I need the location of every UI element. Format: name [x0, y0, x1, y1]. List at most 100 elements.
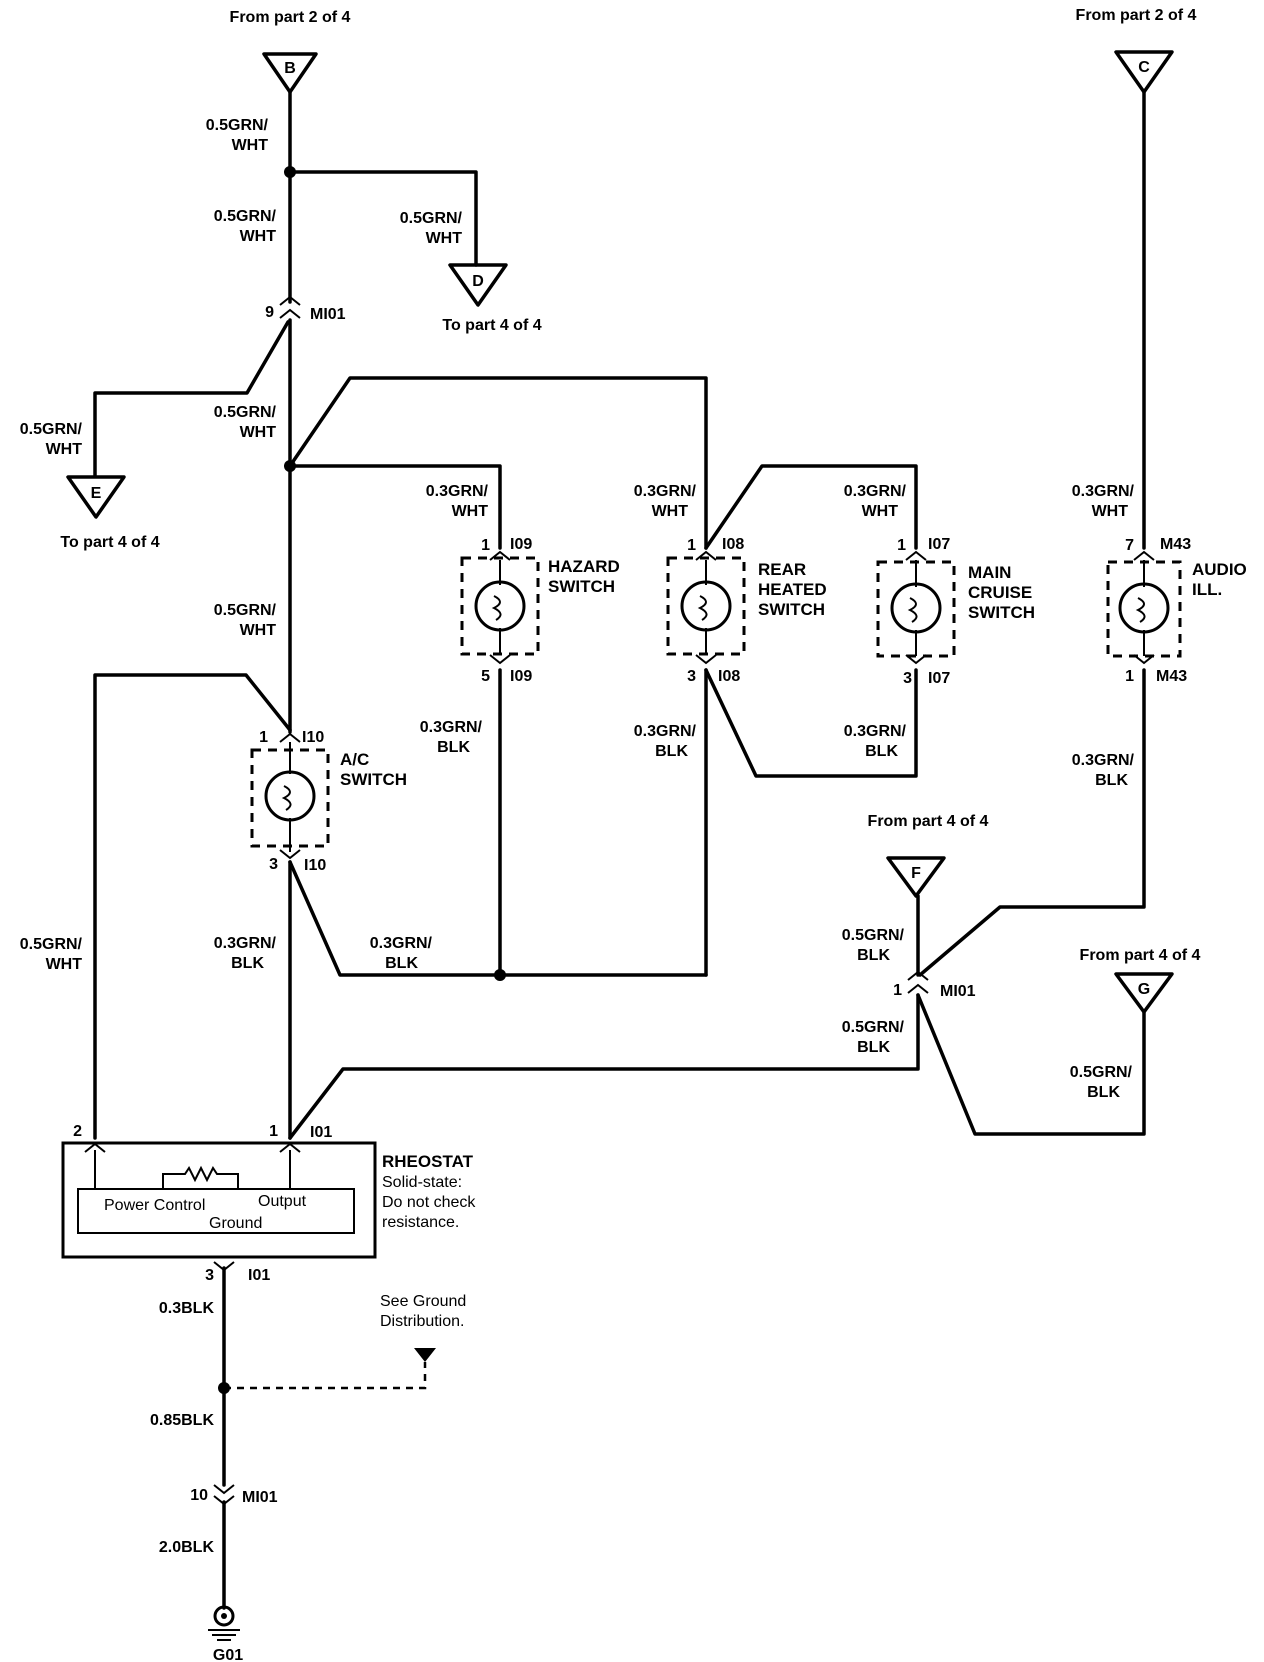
connector-letter: G: [1138, 981, 1150, 998]
pin-number: 1: [893, 982, 902, 999]
wire-label: 0.3GRN/: [634, 723, 697, 740]
pin-number: 3: [687, 668, 696, 685]
connector-id: I07: [928, 536, 950, 553]
connector-note: To part 4 of 4: [442, 317, 541, 334]
splice-dot: [284, 460, 296, 472]
connector-chevron-icon: [279, 295, 301, 319]
connector-f: F From part 4 of 4: [868, 813, 989, 898]
pin-number: 9: [265, 304, 274, 321]
wire-label: 0.3GRN/: [370, 935, 433, 952]
lamp-icon: [1118, 582, 1170, 634]
wire-label: 0.5GRN/: [842, 927, 905, 944]
triangle-down-icon: [66, 475, 126, 519]
connector-id: MI01: [940, 983, 976, 1000]
component-label: REAR: [758, 560, 806, 579]
wire-bus: [288, 860, 708, 977]
wire-label: 0.3GRN/: [420, 719, 483, 736]
wire-label: WHT: [232, 137, 269, 154]
splice-dot: [494, 969, 506, 981]
wire-label: 0.5GRN/: [20, 936, 83, 953]
connector-chevron-icon: [279, 1142, 301, 1153]
component-label: HAZARD: [548, 557, 620, 576]
pin-number: 3: [903, 670, 912, 687]
pin-number: 7: [1125, 537, 1134, 554]
wire-to-cruise: [704, 464, 918, 550]
wire-label: 0.3GRN/: [844, 723, 907, 740]
wire-rear-cruise-out: [704, 668, 918, 778]
rear-heated-switch: 1 I08 3 I08 REAR HEATED SWITCH: [666, 536, 827, 685]
connector-id: MI01: [242, 1489, 278, 1506]
connector-id: I10: [302, 729, 324, 746]
connector-chevron-icon: [279, 732, 301, 743]
component-label: SWITCH: [758, 600, 825, 619]
wire-label: BLK: [857, 947, 890, 964]
connector-g: G From part 4 of 4: [1080, 947, 1201, 1014]
wire-output-to-mi01: [288, 993, 920, 1140]
wire-label: 0.5GRN/: [214, 404, 277, 421]
pin-number: 1: [481, 537, 490, 554]
rheostat-note: Do not check: [382, 1194, 476, 1211]
wire-label: WHT: [46, 956, 83, 973]
wire-label: 0.85BLK: [150, 1412, 214, 1429]
component-label: SWITCH: [548, 577, 615, 596]
pin-number: 5: [481, 668, 490, 685]
wire-labels: 0.5GRN/ WHT 0.5GRN/ WHT 0.5GRN/ WHT 0.5G…: [20, 117, 1135, 1556]
wire-label: BLK: [437, 739, 470, 756]
wire-label: 0.3GRN/: [1072, 483, 1135, 500]
ground-note: Distribution.: [380, 1313, 464, 1330]
splice-dot: [284, 166, 296, 178]
wire-audio-out: [918, 668, 1146, 977]
wire-label: WHT: [452, 503, 489, 520]
ground-icon: [213, 1605, 235, 1627]
ground-distribution: See Ground Distribution.: [380, 1293, 466, 1362]
connector-mi01-9: 9 MI01: [265, 295, 346, 323]
connector-c: C From part 2 of 4: [1076, 7, 1197, 94]
connector-letter: D: [472, 273, 484, 290]
filament-icon: [281, 742, 292, 852]
ground-arrow-icon: [414, 1348, 436, 1362]
connector-letter: E: [91, 485, 102, 502]
wire-label: WHT: [1092, 503, 1129, 520]
connector-note: From part 2 of 4: [230, 9, 351, 26]
connector-e: E To part 4 of 4: [60, 475, 160, 551]
connector-note: From part 4 of 4: [868, 813, 989, 830]
lamp-icon: [474, 580, 526, 632]
wire-to-e: [93, 320, 290, 477]
connector-chevron-icon: [695, 654, 717, 665]
component-label: SWITCH: [968, 603, 1035, 622]
connector-id: I09: [510, 668, 532, 685]
wire-label: 0.3GRN/: [1072, 752, 1135, 769]
wire-label: 0.5GRN/: [206, 117, 269, 134]
connector-chevron-icon: [489, 654, 511, 665]
connector-mi01-1: 1 MI01: [893, 970, 976, 1000]
rheostat-note: resistance.: [382, 1214, 459, 1231]
connector-note: From part 4 of 4: [1080, 947, 1201, 964]
pin-number: 10: [190, 1487, 208, 1504]
triangle-down-icon: [448, 263, 508, 307]
connector-chevron-icon: [1133, 550, 1155, 561]
wire-label: 2.0BLK: [159, 1539, 215, 1556]
connector-chevron-icon: [279, 849, 301, 860]
connector-chevron-icon: [213, 1261, 235, 1272]
ac-switch: 1 I10 3 I10 A/C SWITCH: [250, 729, 407, 874]
wire-label: 0.3GRN/: [426, 483, 489, 500]
pin-number: 2: [73, 1123, 82, 1140]
connector-id: MI01: [310, 306, 346, 323]
wire-label: BLK: [385, 955, 418, 972]
component-label: SWITCH: [340, 770, 407, 789]
wire-label: BLK: [865, 743, 898, 760]
filament-icon: [491, 560, 502, 654]
lamp-icon: [680, 580, 732, 632]
connector-letter: C: [1138, 59, 1150, 76]
ground-note: See Ground: [380, 1293, 466, 1310]
rheostat-pin-label: Output: [258, 1193, 307, 1210]
rheostat-leads: [94, 1150, 291, 1189]
connector-id: I08: [718, 668, 740, 685]
wire-label: WHT: [240, 424, 277, 441]
wire-to-rear: [288, 376, 708, 550]
triangle-down-icon: [1114, 972, 1174, 1014]
main-cruise-switch: 1 I07 3 I07 MAIN CRUISE SWITCH: [876, 536, 1035, 687]
connector-d: D To part 4 of 4: [442, 263, 542, 334]
wire-label: 0.5GRN/: [1070, 1064, 1133, 1081]
resistor-icon: [162, 1165, 239, 1189]
